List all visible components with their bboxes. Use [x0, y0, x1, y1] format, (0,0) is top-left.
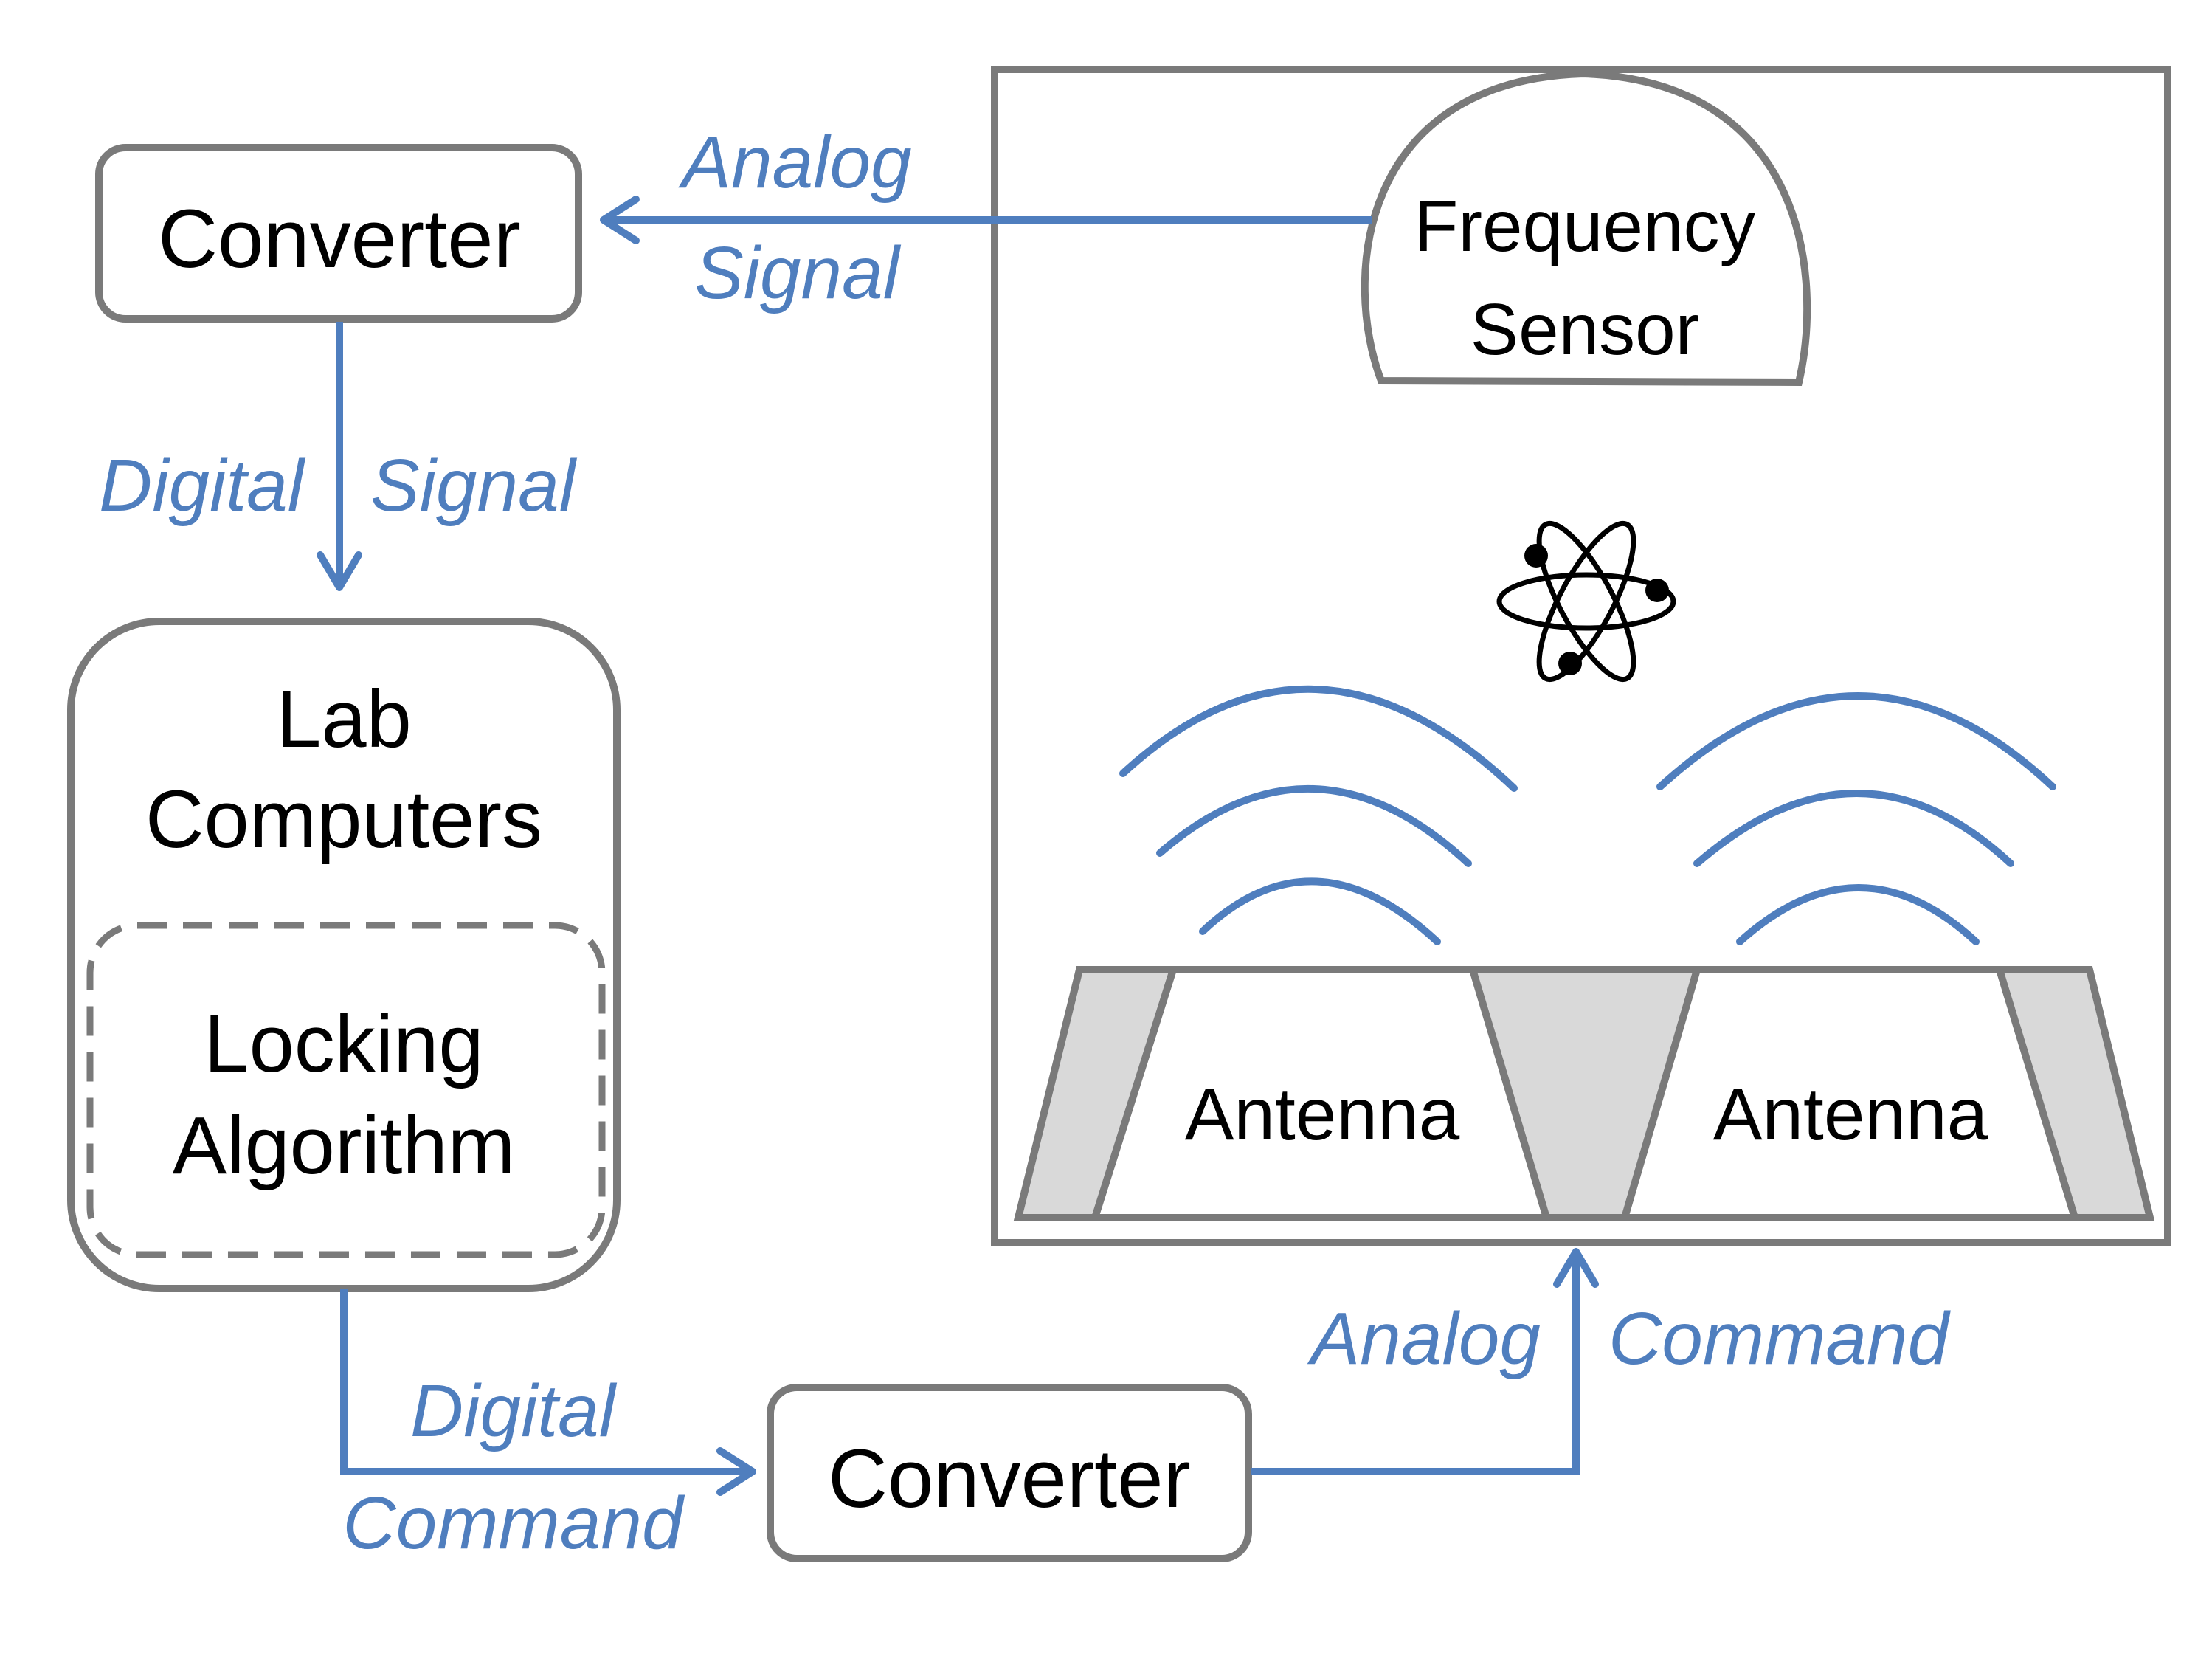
converter-bottom	[767, 1384, 1252, 1562]
lab-computers-label-line1: Lab	[276, 674, 412, 765]
analog-command-label-part2: Command	[1608, 1297, 1952, 1380]
frequency-sensor-label-line1: Frequency	[1414, 185, 1755, 266]
antenna-right-panel	[1620, 966, 2080, 1221]
analog-signal-label-line1: Analog	[678, 121, 911, 204]
atom-icon	[1496, 520, 1676, 683]
wave-arc	[1156, 784, 1472, 867]
antenna-left-label: Antenna	[1185, 1073, 1460, 1156]
analog-signal-label-line2: Signal	[694, 232, 902, 314]
arrowhead	[317, 551, 362, 591]
frequency-sensor	[1361, 69, 1811, 387]
antenna-assembly	[1013, 966, 2155, 1221]
digital-command-label-line1: Digital	[410, 1370, 618, 1452]
digital-signal-label-part1: Digital	[99, 444, 306, 527]
wave-arc	[1693, 790, 2014, 867]
arrowhead	[716, 1447, 756, 1496]
digital-command-arrow	[340, 1289, 753, 1475]
analog-command-arrow	[1251, 1252, 1580, 1475]
analog-command-label-part1: Analog	[1307, 1297, 1541, 1380]
experiment-enclosure	[991, 66, 2171, 1246]
digital-command-label-line2: Command	[342, 1482, 685, 1565]
lab-computers-label-line2: Computers	[145, 774, 542, 865]
antenna-right-label: Antenna	[1713, 1073, 1988, 1156]
converter-bottom-label: Converter	[828, 1432, 1191, 1525]
wave-arc	[1656, 692, 2056, 790]
locking-algorithm-label-line1: Locking	[204, 998, 483, 1089]
wave-arc	[1736, 884, 1980, 945]
locking-algorithm-label-line2: Algorithm	[173, 1100, 516, 1191]
antenna-left-panel	[1090, 966, 1552, 1221]
wave-arc	[1119, 685, 1518, 792]
locking-algorithm	[86, 922, 606, 1258]
converter-top-label: Converter	[158, 193, 521, 285]
converter-top	[95, 144, 582, 323]
left-antenna-waves	[1119, 685, 1518, 945]
arrowhead	[1553, 1248, 1599, 1288]
wave-arc	[1199, 877, 1441, 945]
arrowhead	[600, 196, 640, 244]
digital-signal-label-part2: Signal	[370, 444, 578, 527]
right-antenna-waves	[1656, 692, 2056, 945]
frequency-sensor-label-line2: Sensor	[1470, 289, 1700, 370]
